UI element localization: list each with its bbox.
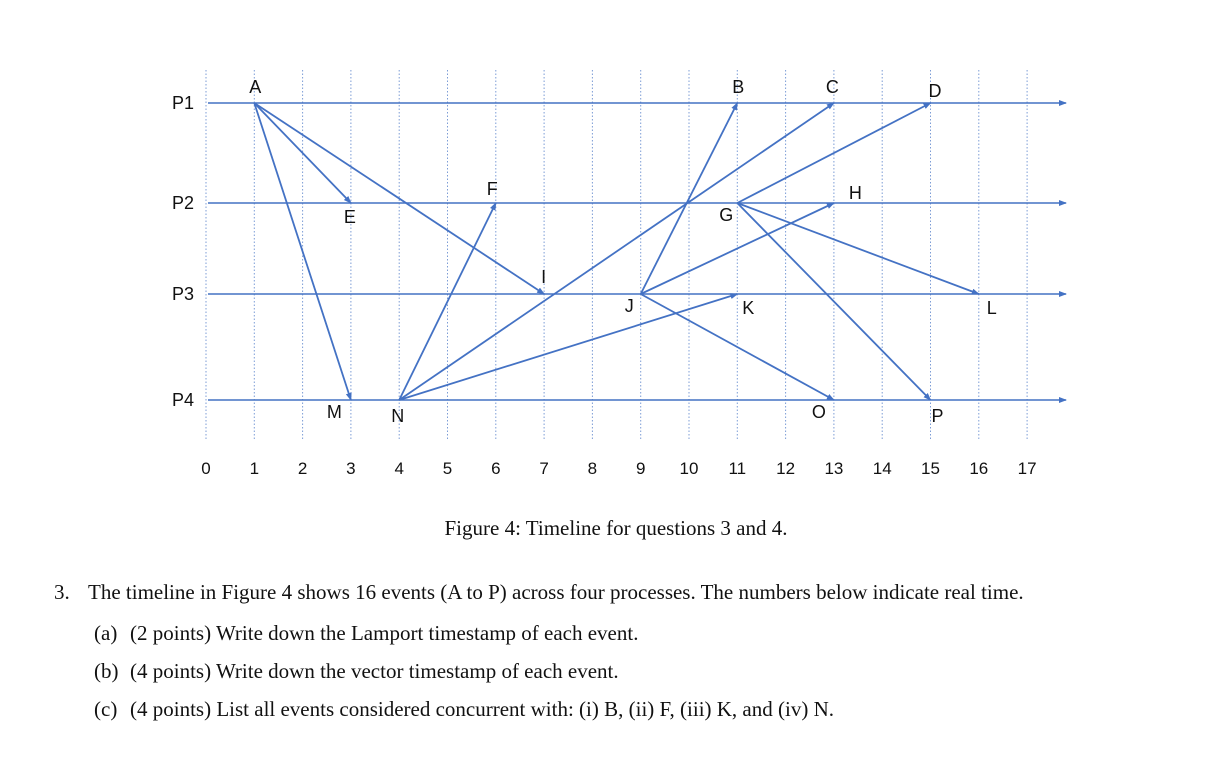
figure-caption: Figure 4: Timeline for questions 3 and 4… — [444, 516, 788, 540]
time-tick-label: 3 — [346, 459, 355, 478]
time-tick-label: 9 — [636, 459, 645, 478]
message-arrow-a-i — [253, 102, 545, 295]
event-label-g: G — [719, 205, 733, 225]
message-arrow-n-k — [398, 293, 739, 401]
event-label-k: K — [742, 298, 754, 318]
question-number: 3. — [54, 580, 70, 604]
message-arrow-j-o — [640, 293, 835, 401]
event-label-l: L — [987, 298, 997, 318]
event-label-i: I — [541, 267, 546, 287]
part-label: (a) — [94, 621, 118, 645]
time-tick-label: 16 — [969, 459, 988, 478]
part-text: (4 points) List all events considered co… — [130, 697, 834, 721]
message-arrow-a-e — [253, 102, 352, 204]
time-tick-label: 12 — [776, 459, 795, 478]
message-arrow-g-d — [736, 102, 932, 204]
event-label-f: F — [487, 179, 498, 199]
event-label-o: O — [812, 402, 826, 422]
time-tick-label: 2 — [298, 459, 307, 478]
time-tick-label: 11 — [728, 459, 746, 478]
process-label-p2: P2 — [172, 193, 194, 213]
process-label-p4: P4 — [172, 390, 194, 410]
event-label-a: A — [249, 77, 261, 97]
time-tick-label: 6 — [491, 459, 500, 478]
question-part: (a) (2 points) Write down the Lamport ti… — [94, 619, 1204, 647]
time-tick-label: 5 — [443, 459, 452, 478]
message-arrow-j-h — [640, 202, 835, 295]
time-tick-label: 0 — [201, 459, 210, 478]
event-label-d: D — [929, 81, 942, 101]
time-tick-label: 15 — [921, 459, 940, 478]
question-part: (c) (4 points) List all events considere… — [94, 695, 1204, 723]
event-label-e: E — [344, 207, 356, 227]
time-tick-label: 8 — [588, 459, 597, 478]
part-label: (b) — [94, 659, 119, 683]
event-labels: A B C D E F G H I J K L M N O P — [249, 77, 997, 426]
time-tick-label: 17 — [1018, 459, 1037, 478]
event-label-m: M — [327, 402, 342, 422]
message-arrows — [253, 102, 980, 401]
time-tick-label: 4 — [394, 459, 403, 478]
time-tick-label: 10 — [680, 459, 699, 478]
part-label: (c) — [94, 697, 118, 721]
time-tick-label: 1 — [250, 459, 259, 478]
question-part: (b) (4 points) Write down the vector tim… — [94, 657, 1204, 685]
event-label-b: B — [732, 77, 744, 97]
question-block: 3. The timeline in Figure 4 shows 16 eve… — [54, 578, 1204, 733]
message-arrow-g-l — [736, 202, 980, 295]
event-label-j: J — [625, 296, 634, 316]
time-tick-label: 7 — [539, 459, 548, 478]
time-tick-label: 13 — [824, 459, 843, 478]
message-arrow-g-p — [736, 202, 932, 401]
event-label-n: N — [391, 406, 404, 426]
process-label-p3: P3 — [172, 284, 194, 304]
event-label-h: H — [849, 183, 862, 203]
process-label-p1: P1 — [172, 93, 194, 113]
message-arrow-a-m — [253, 102, 352, 401]
part-text: (4 points) Write down the vector timesta… — [130, 659, 619, 683]
question-parts: (a) (2 points) Write down the Lamport ti… — [94, 619, 1204, 723]
message-arrow-n-f — [398, 202, 497, 401]
part-text: (2 points) Write down the Lamport timest… — [130, 621, 639, 645]
question-text: The timeline in Figure 4 shows 16 events… — [88, 580, 1024, 604]
event-label-c: C — [826, 77, 839, 97]
message-arrow-j-b — [639, 102, 739, 295]
time-tick-label: 14 — [873, 459, 892, 478]
time-gridlines — [205, 70, 1028, 440]
event-label-p: P — [932, 406, 944, 426]
message-arrow-n-c — [398, 102, 835, 401]
